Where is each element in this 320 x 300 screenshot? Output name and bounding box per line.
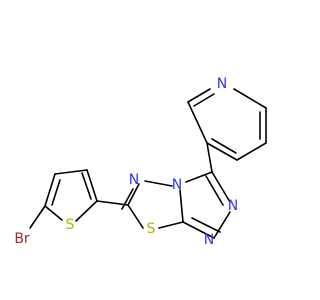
molecule-structure: N N N N N S S Br <box>14 76 267 248</box>
pyridine-ring <box>187 88 267 161</box>
bond <box>81 172 92 200</box>
thiadiazole-ring <box>121 180 184 229</box>
bond <box>96 200 129 206</box>
bond <box>185 171 213 183</box>
bond <box>121 188 134 210</box>
bond <box>127 204 144 229</box>
bond <box>211 138 237 154</box>
atom-label-n-triazole-1: N <box>204 232 214 248</box>
atom-label-n-imine: N <box>129 172 139 188</box>
bond <box>179 189 184 223</box>
bond <box>127 183 140 206</box>
atom-label-s-thiophene: S <box>66 217 75 233</box>
bond <box>213 211 231 239</box>
bond <box>54 169 88 175</box>
bond <box>75 200 98 222</box>
atom-label-br: Br <box>14 231 30 247</box>
bond <box>187 101 208 144</box>
bond <box>29 205 46 229</box>
bond <box>51 179 61 206</box>
atom-label-n-bridgehead: N <box>172 177 182 193</box>
bond <box>191 217 221 233</box>
bond <box>44 205 63 221</box>
bond <box>182 221 215 239</box>
bond <box>211 171 231 203</box>
bond <box>233 88 267 109</box>
atom-label-n-triazole-2: N <box>228 198 238 214</box>
bond <box>206 142 238 161</box>
bond <box>205 175 224 206</box>
triazole-ring <box>179 171 231 239</box>
bond <box>187 88 211 103</box>
bond <box>144 180 173 187</box>
bond <box>86 169 98 202</box>
atom-label-s-thiadiazole: S <box>147 221 156 237</box>
atom-label-n-pyridine: N <box>217 76 227 92</box>
bond <box>236 142 267 161</box>
thiophene-ring <box>44 169 98 222</box>
bond <box>206 142 213 173</box>
bond <box>193 93 215 107</box>
bond <box>44 173 56 207</box>
bond <box>158 221 184 229</box>
